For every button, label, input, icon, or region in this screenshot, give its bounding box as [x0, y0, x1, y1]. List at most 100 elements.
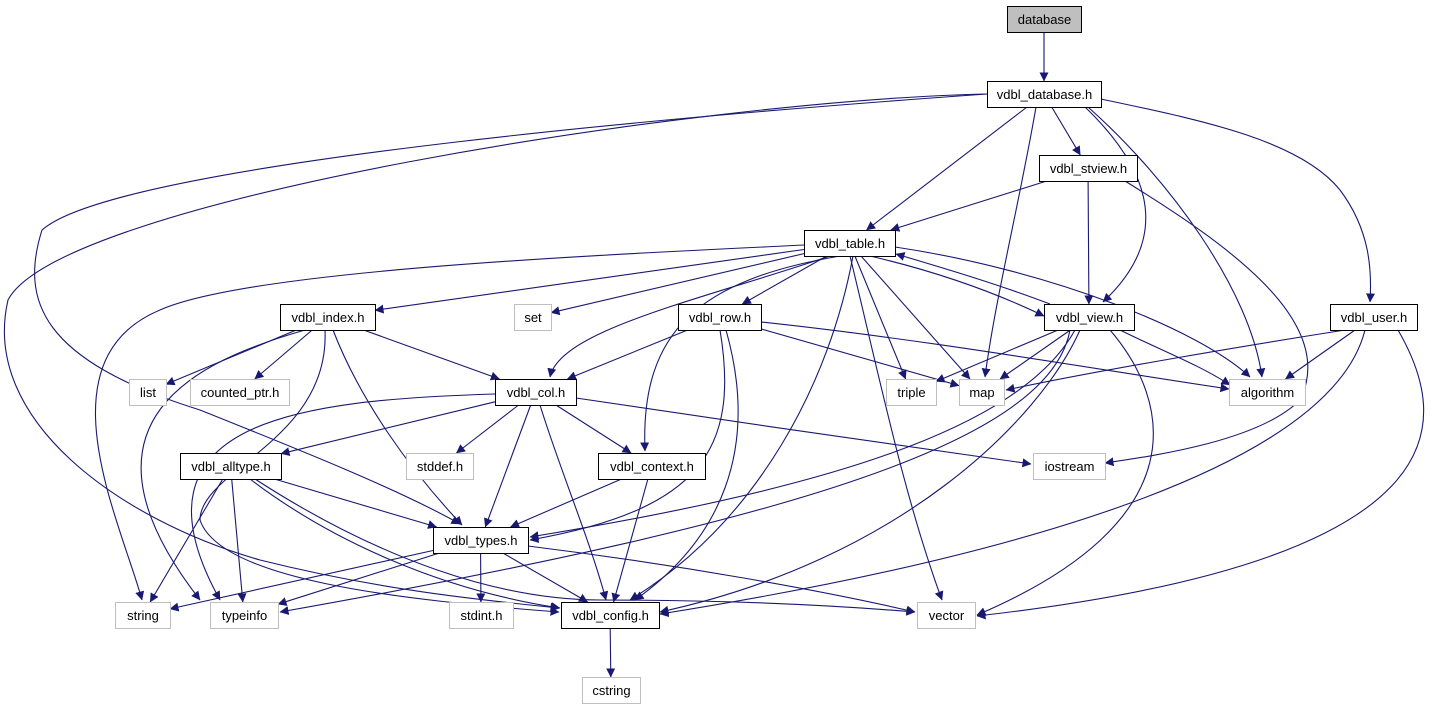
edge-vdbl-view-h-to-vector [976, 329, 1154, 616]
node-vdbl-stview-h[interactable]: vdbl_stview.h [1039, 155, 1138, 182]
node-label: vdbl_stview.h [1050, 161, 1127, 176]
edge-vdbl-database-h-to-vdbl-config-h [3, 93, 988, 612]
edge-vdbl-database-h-to-map [981, 106, 1037, 378]
node-iostream: iostream [1033, 453, 1106, 480]
node-label: vdbl_alltype.h [191, 459, 271, 474]
node-box [514, 304, 552, 331]
node-list: list [129, 379, 167, 406]
node-box [280, 304, 376, 331]
node-label: vdbl_types.h [445, 533, 518, 548]
node-box [1229, 379, 1306, 406]
node-vdbl-col-h[interactable]: vdbl_col.h [495, 379, 577, 406]
edge-vdbl-types-h-to-typeinfo [277, 552, 440, 606]
edge-vdbl-view-h-to-typeinfo [279, 329, 1071, 615]
node-box [598, 453, 706, 480]
edge-vdbl-table-h-to-vdbl-col-h [547, 255, 831, 378]
edge-vdbl-user-h-to-map [1005, 329, 1346, 393]
node-vdbl-row-h[interactable]: vdbl_row.h [678, 304, 762, 331]
edge-vdbl-table-h-to-map [860, 255, 971, 380]
node-vdbl-user-h[interactable]: vdbl_user.h [1330, 304, 1418, 331]
node-label: database [1018, 12, 1072, 27]
edge-vdbl-user-h-to-vector [976, 329, 1425, 620]
node-label: vdbl_user.h [1341, 310, 1408, 325]
node-counted-ptr-h: counted_ptr.h [190, 379, 290, 406]
node-box [582, 677, 641, 704]
edge-vdbl-col-h-to-typeinfo [190, 393, 496, 601]
node-box [1044, 304, 1135, 331]
node-label: algorithm [1241, 385, 1294, 400]
node-label: vdbl_index.h [292, 310, 365, 325]
node-box [129, 379, 167, 406]
node-label: iostream [1045, 459, 1095, 474]
node-cstring: cstring [582, 677, 641, 704]
node-box [433, 527, 529, 554]
edge-vdbl-col-h-to-vdbl-context-h [555, 404, 632, 454]
node-box [180, 453, 282, 480]
node-set: set [514, 304, 552, 331]
node-label: typeinfo [222, 608, 268, 623]
edge-vdbl-view-h-to-vdbl-config-h [659, 329, 1081, 615]
node-box [886, 379, 937, 406]
node-box [1033, 453, 1106, 480]
node-label: string [127, 608, 159, 623]
edge-vdbl-table-h-to-triple [854, 255, 907, 380]
edge-vdbl-index-h-to-counted-ptr-h [254, 329, 313, 380]
node-box [406, 453, 474, 480]
node-label: triple [897, 385, 925, 400]
node-vector: vector [917, 602, 976, 629]
node-vdbl-view-h[interactable]: vdbl_view.h [1044, 304, 1135, 331]
node-vdbl-database-h[interactable]: vdbl_database.h [987, 81, 1102, 108]
edge-vdbl-index-h-to-vdbl-config-h [199, 329, 560, 616]
edge-vdbl-table-h-to-set [550, 253, 805, 316]
node-label: cstring [592, 683, 630, 698]
node-box [1330, 304, 1418, 331]
edge-vdbl-table-h-to-vdbl-config-h [629, 255, 854, 601]
node-typeinfo: typeinfo [210, 602, 279, 629]
node-stdint-h: stdint.h [449, 602, 514, 629]
node-label: stdint.h [461, 608, 503, 623]
edge-vdbl-row-h-to-vdbl-col-h [566, 329, 688, 380]
edge-layer [3, 32, 1425, 678]
edge-vdbl-context-h-to-vdbl-types-h [510, 478, 622, 528]
node-label: stddef.h [417, 459, 463, 474]
edge-vdbl-database-h-to-vdbl-stview-h [1051, 106, 1081, 156]
edge-vdbl-view-h-to-vdbl-table-h [895, 252, 1051, 305]
edge-vdbl-row-h-to-vdbl-config-h [634, 329, 739, 601]
edge-vdbl-user-h-to-vdbl-config-h [659, 329, 1366, 618]
node-label: counted_ptr.h [201, 385, 280, 400]
node-label: vdbl_config.h [572, 608, 649, 623]
node-box [804, 230, 896, 257]
edge-vdbl-view-h-to-vdbl-types-h [529, 329, 1076, 541]
edge-vdbl-config-h-to-cstring [606, 627, 616, 678]
node-label: set [524, 310, 542, 325]
node-box [210, 602, 279, 629]
edge-vdbl-types-h-to-string [169, 549, 434, 612]
node-box [190, 379, 290, 406]
node-box [678, 304, 762, 331]
node-label: map [969, 385, 994, 400]
node-vdbl-index-h[interactable]: vdbl_index.h [280, 304, 376, 331]
edge-vdbl-table-h-to-vdbl-view-h [869, 255, 1045, 317]
node-database[interactable]: database [1007, 6, 1082, 33]
edge-vdbl-database-h-to-algorithm [1087, 106, 1266, 378]
node-vdbl-alltype-h[interactable]: vdbl_alltype.h [180, 453, 282, 480]
node-vdbl-table-h[interactable]: vdbl_table.h [804, 230, 896, 257]
edge-vdbl-view-h-to-triple [935, 329, 1059, 383]
edge-vdbl-col-h-to-vdbl-types-h [484, 404, 532, 528]
node-vdbl-types-h[interactable]: vdbl_types.h [433, 527, 529, 554]
node-vdbl-config-h[interactable]: vdbl_config.h [561, 602, 660, 629]
edge-vdbl-user-h-to-algorithm [1285, 329, 1356, 380]
node-box [561, 602, 660, 629]
edge-vdbl-index-h-to-vdbl-types-h [332, 329, 463, 526]
edge-vdbl-view-h-to-map [999, 329, 1071, 380]
node-box [1007, 6, 1082, 33]
node-vdbl-context-h[interactable]: vdbl_context.h [598, 453, 706, 480]
edge-vdbl-table-h-to-vdbl-index-h [374, 248, 805, 314]
edge-vdbl-types-h-to-vector [527, 545, 916, 615]
edge-vdbl-table-h-to-algorithm [894, 246, 1251, 378]
node-layer: database vdbl_database.h vdbl_stview.hvdbl… [115, 6, 1418, 704]
edge-vdbl-alltype-h-to-typeinfo [231, 478, 247, 603]
node-label: vdbl_database.h [997, 87, 1092, 102]
node-map: map [959, 379, 1005, 406]
